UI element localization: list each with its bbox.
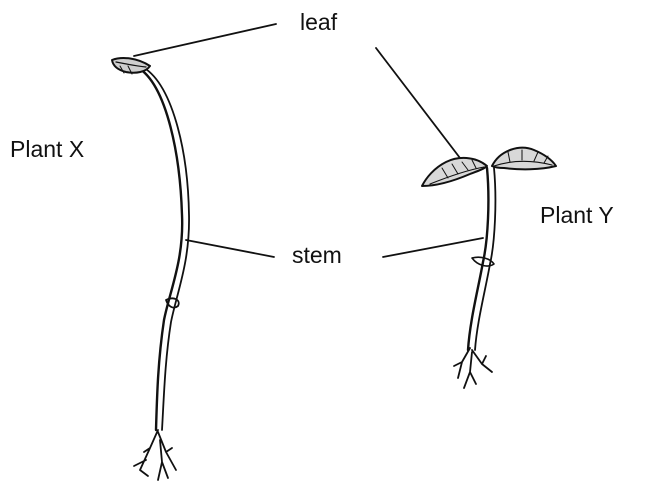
plant-y-roots: [454, 348, 492, 388]
leaf-leader-x: [134, 24, 276, 56]
plant-y-leaf-left: [422, 158, 487, 186]
stem-leader-y: [383, 238, 483, 257]
label-plant-x: Plant X: [10, 138, 84, 161]
label-plant-y: Plant Y: [540, 204, 614, 227]
label-leaf: leaf: [300, 11, 337, 34]
plant-y: [422, 148, 556, 388]
leaf-leader-y: [376, 48, 460, 158]
plant-x: [112, 58, 189, 480]
label-stem: stem: [292, 244, 342, 267]
stem-leader-x: [186, 240, 274, 257]
leader-lines: [134, 24, 483, 257]
plant-x-roots: [134, 430, 176, 480]
